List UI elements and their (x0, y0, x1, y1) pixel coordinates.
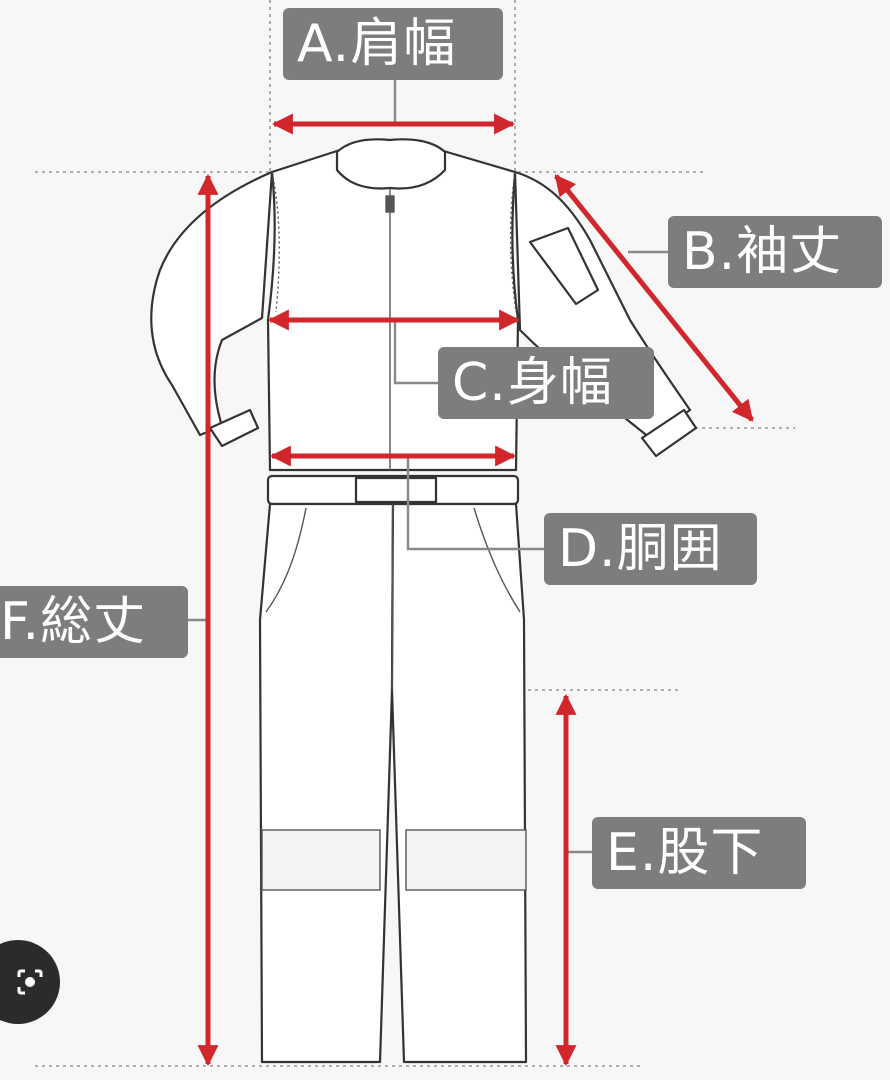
left-shoulder-seam (271, 171, 280, 313)
label-total-length: F.総丈 (0, 586, 188, 658)
label-inseam: E.股下 (592, 817, 806, 889)
left-pocket-seam (265, 507, 307, 613)
arrow-b-sleeve (554, 174, 754, 422)
leader-d (406, 458, 544, 551)
belt-buckle (354, 476, 438, 504)
zipper-pull (385, 195, 395, 213)
coverall-details (261, 171, 527, 891)
right-pocket-seam (473, 507, 521, 613)
collar (335, 138, 447, 190)
left-sleeve (150, 170, 274, 437)
label-shoulder-width: A.肩幅 (283, 8, 503, 80)
label-sleeve-length: B.袖丈 (668, 216, 882, 288)
camera-lens-icon (17, 969, 43, 995)
left-knee-pad (261, 829, 381, 891)
right-shoulder-seam (509, 171, 517, 313)
leader-c (393, 322, 438, 385)
label-chest-width: C.身幅 (438, 347, 654, 419)
label-waist: D.胴囲 (544, 513, 757, 585)
measurement-arrows (197, 113, 754, 1067)
guide-lines (35, 0, 795, 1067)
right-knee-pad (405, 829, 527, 891)
coverall-outline (150, 138, 698, 1064)
inseam (391, 503, 394, 691)
